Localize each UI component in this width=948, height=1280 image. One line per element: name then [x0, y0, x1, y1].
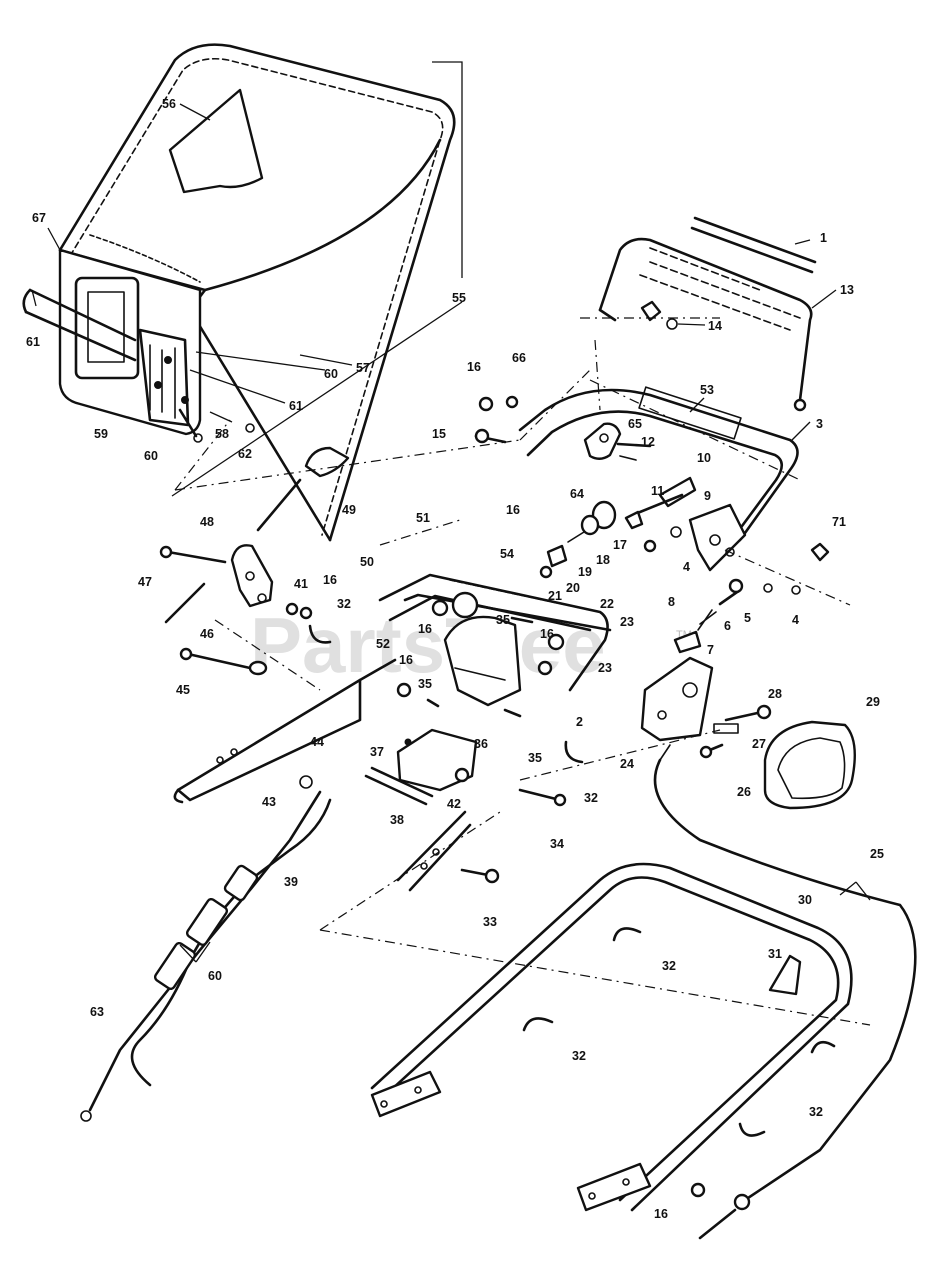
- callout-16g: 16: [654, 1207, 668, 1221]
- grass-bag: [22, 43, 456, 542]
- callout-15: 15: [432, 427, 446, 441]
- callout-22: 22: [600, 597, 614, 611]
- callout-8: 8: [668, 595, 675, 609]
- callout-60c: 60: [208, 969, 222, 983]
- callout-11: 11: [651, 484, 664, 498]
- callout-16b: 16: [506, 503, 520, 517]
- callout-60a: 60: [324, 367, 338, 381]
- callout-23a: 23: [620, 615, 634, 629]
- callout-54: 54: [500, 547, 514, 561]
- callout-63: 63: [90, 1005, 104, 1019]
- callout-39: 39: [284, 875, 298, 889]
- callout-16f: 16: [399, 653, 413, 667]
- callout-57: 57: [356, 361, 370, 375]
- callout-33: 33: [483, 915, 497, 929]
- callout-35c: 35: [528, 751, 542, 765]
- callout-24: 24: [620, 757, 634, 771]
- assembly-lines: [174, 317, 871, 1026]
- callout-66: 66: [512, 351, 526, 365]
- callout-25: 25: [870, 847, 884, 861]
- callout-12: 12: [641, 435, 655, 449]
- callout-9: 9: [704, 489, 711, 503]
- callout-61b: 61: [289, 399, 303, 413]
- callout-14: 14: [708, 319, 722, 333]
- callout-71: 71: [832, 515, 846, 529]
- callout-43: 43: [262, 795, 276, 809]
- callout-2: 2: [576, 715, 583, 729]
- callout-62: 62: [238, 447, 252, 461]
- callout-37: 37: [370, 745, 384, 759]
- callout-61a: 61: [26, 335, 40, 349]
- callout-1: 1: [820, 231, 827, 245]
- callout-34: 34: [550, 837, 564, 851]
- callout-labels: 1 2 3 4 4 5 6 7 8 9 10 11 12 13 14 15 16…: [26, 97, 884, 1221]
- chute-assembly: [474, 386, 799, 579]
- callout-60b: 60: [144, 449, 158, 463]
- callout-31: 31: [768, 947, 782, 961]
- callout-32d: 32: [572, 1049, 586, 1063]
- callout-38: 38: [390, 813, 404, 827]
- callout-30: 30: [798, 893, 812, 907]
- callout-26: 26: [737, 785, 751, 799]
- callout-20: 20: [566, 581, 580, 595]
- callout-35b: 35: [418, 677, 432, 691]
- callout-67: 67: [32, 211, 46, 225]
- callout-53: 53: [700, 383, 714, 397]
- cables: [80, 744, 917, 1240]
- callout-64: 64: [570, 487, 584, 501]
- callout-17: 17: [613, 538, 627, 552]
- callout-32e: 32: [809, 1105, 823, 1119]
- callout-51: 51: [416, 511, 430, 525]
- callout-18: 18: [596, 553, 610, 567]
- callout-23b: 23: [598, 661, 612, 675]
- callout-44: 44: [310, 735, 324, 749]
- callout-36: 36: [474, 737, 488, 751]
- callout-32a: 32: [337, 597, 351, 611]
- callout-50: 50: [360, 555, 374, 569]
- lower-handle: [173, 658, 584, 892]
- callout-4a: 4: [683, 560, 690, 574]
- leader-lines: [31, 61, 871, 963]
- callout-3: 3: [816, 417, 823, 431]
- callout-35a: 35: [496, 613, 510, 627]
- callout-7: 7: [707, 643, 714, 657]
- callout-32b: 32: [584, 791, 598, 805]
- callout-52: 52: [376, 637, 390, 651]
- callout-41: 41: [294, 577, 308, 591]
- callout-13: 13: [840, 283, 854, 297]
- callout-32c: 32: [662, 959, 676, 973]
- callout-65: 65: [628, 417, 642, 431]
- callout-29: 29: [866, 695, 880, 709]
- left-hardware: [159, 446, 350, 789]
- callout-59: 59: [94, 427, 108, 441]
- callout-48: 48: [200, 515, 214, 529]
- callout-55: 55: [452, 291, 466, 305]
- callout-47: 47: [138, 575, 152, 589]
- callout-58: 58: [215, 427, 229, 441]
- callout-16c: 16: [323, 573, 337, 587]
- callout-6: 6: [724, 619, 731, 633]
- bag-support-frame: [598, 216, 817, 412]
- callout-28: 28: [768, 687, 782, 701]
- callout-16e: 16: [540, 627, 554, 641]
- callout-16a: 16: [467, 360, 481, 374]
- callout-42: 42: [447, 797, 461, 811]
- callout-56: 56: [162, 97, 176, 111]
- callout-45: 45: [176, 683, 190, 697]
- callout-16d: 16: [418, 622, 432, 636]
- callout-4b: 4: [792, 613, 799, 627]
- callout-21: 21: [548, 589, 562, 603]
- callout-46: 46: [200, 627, 214, 641]
- callout-27: 27: [752, 737, 766, 751]
- callout-19: 19: [578, 565, 592, 579]
- main-handle: [370, 862, 853, 1212]
- callout-49: 49: [342, 503, 356, 517]
- callout-10: 10: [697, 451, 711, 465]
- callout-5: 5: [744, 611, 751, 625]
